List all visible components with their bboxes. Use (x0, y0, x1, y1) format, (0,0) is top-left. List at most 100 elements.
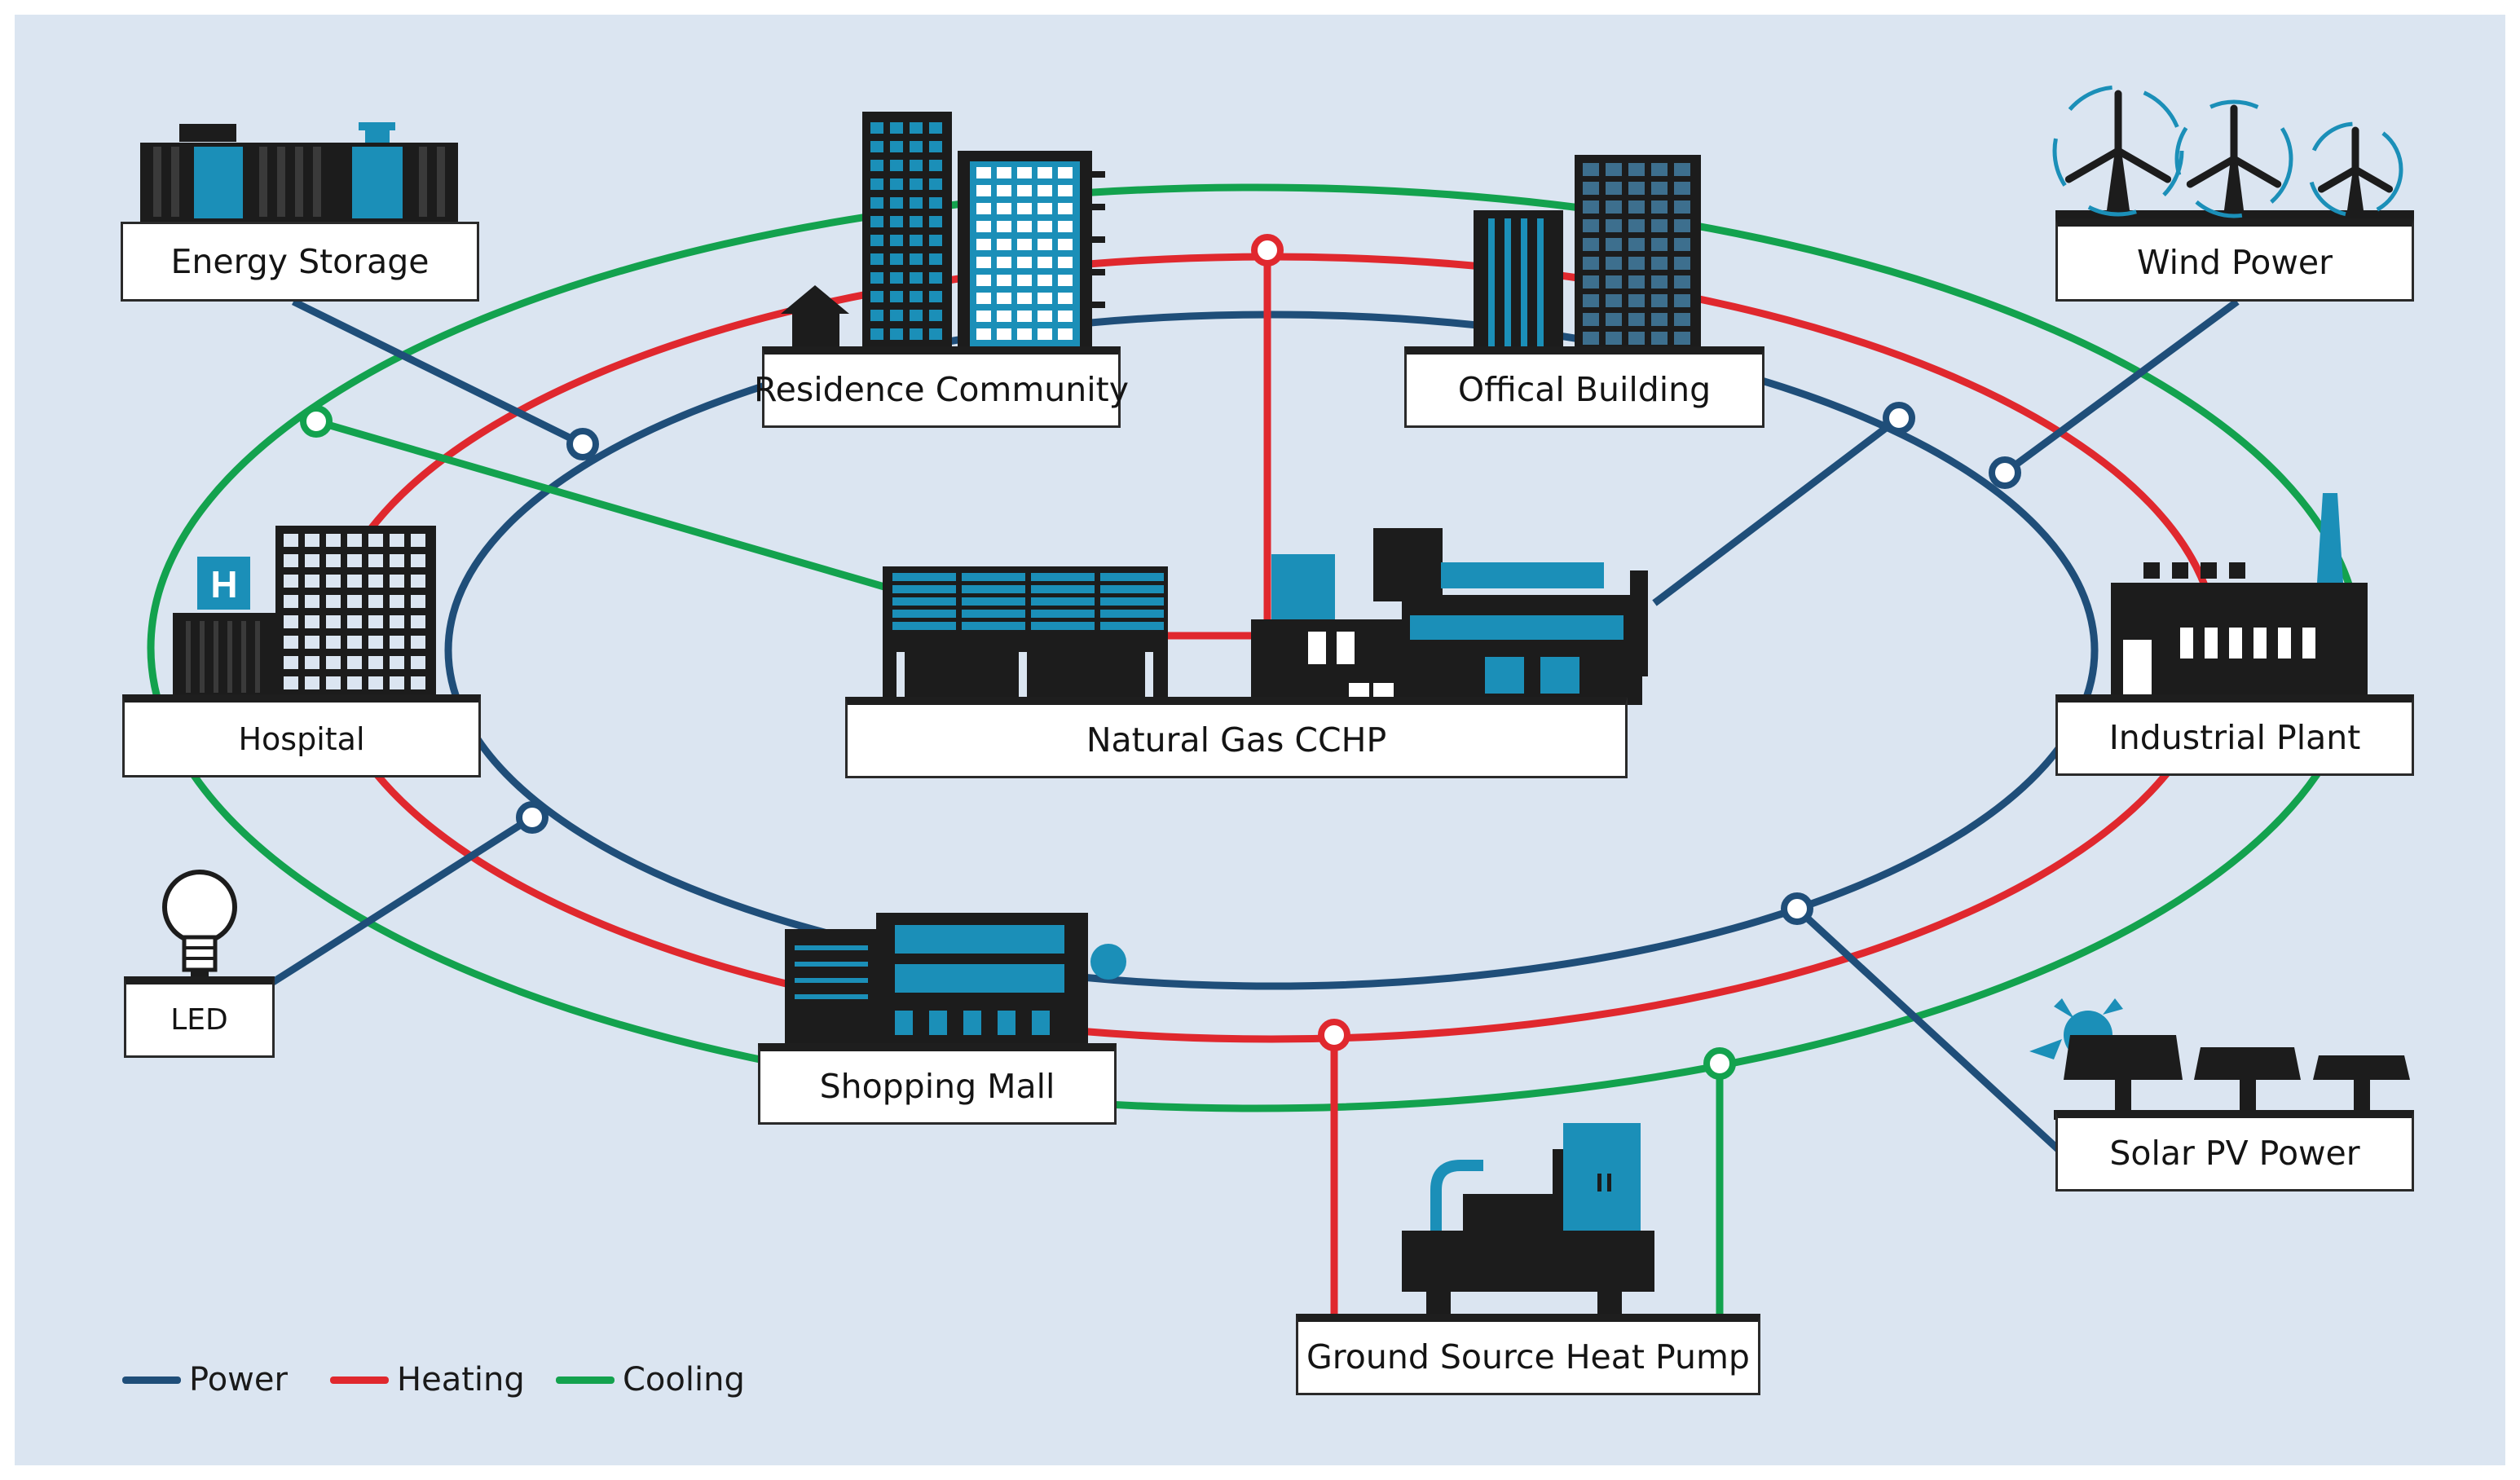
window-pane (929, 272, 942, 284)
window-pane (997, 275, 1011, 286)
power-line-energy-storage (292, 297, 584, 448)
heat-pump-label: Ground Source Heat Pump (1296, 1314, 1760, 1395)
office-building-label: Offical Building (1404, 346, 1764, 428)
window-pane (1017, 221, 1032, 232)
window-pane (870, 235, 883, 246)
cooling-line-cchp (315, 417, 886, 591)
window-pane (347, 615, 362, 628)
hospital-icon (173, 526, 436, 698)
window-pane (1606, 313, 1622, 326)
window-pane (976, 167, 991, 178)
window-pane (1017, 293, 1032, 304)
window-pane (997, 328, 1011, 340)
power-ring (444, 311, 2099, 990)
window-pane (284, 656, 298, 669)
hospital-window-grid (284, 534, 425, 689)
window-pane (929, 197, 942, 209)
window-pane (411, 534, 425, 547)
window-pane (890, 253, 903, 265)
window-pane (1628, 275, 1645, 289)
window-pane (1674, 275, 1690, 289)
window-pane (1058, 221, 1073, 232)
window-pane (962, 597, 1025, 606)
window-pane (910, 328, 923, 340)
window-pane (368, 676, 383, 689)
window-pane (1651, 200, 1668, 214)
window-pane (1583, 200, 1599, 214)
cchp-label: Natural Gas CCHP (845, 697, 1628, 778)
window-pane (910, 122, 923, 134)
window-pane (890, 291, 903, 302)
window-pane (368, 575, 383, 588)
window-pane (347, 656, 362, 669)
window-pane (1058, 167, 1073, 178)
power-line-cchp (1652, 415, 1901, 606)
window-pane (1038, 221, 1052, 232)
window-pane (326, 534, 341, 547)
window-pane (1058, 293, 1073, 304)
window-pane (890, 197, 903, 209)
window-pane (1628, 219, 1645, 232)
window-pane (347, 534, 362, 547)
window-pane (910, 197, 923, 209)
window-pane (910, 160, 923, 171)
cooling-junction (300, 405, 333, 438)
window-pane (890, 178, 903, 190)
rotation-arrow-icon (2052, 85, 2184, 217)
window-pane (1017, 328, 1032, 340)
window-pane (411, 615, 425, 628)
window-pane (1674, 200, 1690, 214)
window-pane (1100, 573, 1164, 581)
window-pane (976, 293, 991, 304)
window-pane (892, 585, 956, 593)
window-pane (1628, 294, 1645, 307)
window-pane (1674, 219, 1690, 232)
window-pane (870, 216, 883, 227)
power-line-wind (2002, 298, 2240, 476)
window-pane (890, 235, 903, 246)
window-pane (1674, 182, 1690, 195)
office-window-grid (1583, 163, 1690, 345)
turbine-blade (2186, 155, 2238, 188)
window-pane (347, 636, 362, 649)
window-pane (1100, 610, 1164, 618)
window-pane (411, 595, 425, 608)
window-pane (368, 595, 383, 608)
solar-pv-label: Solar PV Power (2055, 1110, 2414, 1191)
window-pane (1583, 294, 1599, 307)
window-pane (1038, 311, 1052, 322)
window-pane (305, 676, 319, 689)
window-pane (1628, 238, 1645, 251)
window-pane (1606, 294, 1622, 307)
window-pane (1031, 622, 1095, 630)
window-pane (1058, 203, 1073, 214)
legend-label: Cooling (623, 1361, 745, 1399)
window-pane (1017, 239, 1032, 250)
window-pane (305, 595, 319, 608)
window-pane (1038, 185, 1052, 196)
window-pane (1651, 219, 1668, 232)
window-pane (890, 310, 903, 321)
window-pane (1606, 238, 1622, 251)
window-pane (305, 615, 319, 628)
window-pane (326, 636, 341, 649)
window-pane (976, 257, 991, 268)
window-pane (1628, 257, 1645, 270)
window-pane (1628, 182, 1645, 195)
window-pane (1017, 185, 1032, 196)
window-pane (1583, 332, 1599, 345)
window-pane (1031, 597, 1095, 606)
window-pane (368, 534, 383, 547)
window-pane (368, 615, 383, 628)
window-pane (1583, 219, 1599, 232)
solar-panels-icon (2029, 998, 2412, 1120)
window-pane (390, 615, 404, 628)
window-pane (1651, 257, 1668, 270)
window-pane (929, 328, 942, 340)
window-pane (976, 185, 991, 196)
window-pane (411, 676, 425, 689)
power-line-solar (1794, 905, 2061, 1152)
window-pane (870, 291, 883, 302)
legend-label: Heating (397, 1361, 525, 1399)
window-pane (870, 197, 883, 209)
